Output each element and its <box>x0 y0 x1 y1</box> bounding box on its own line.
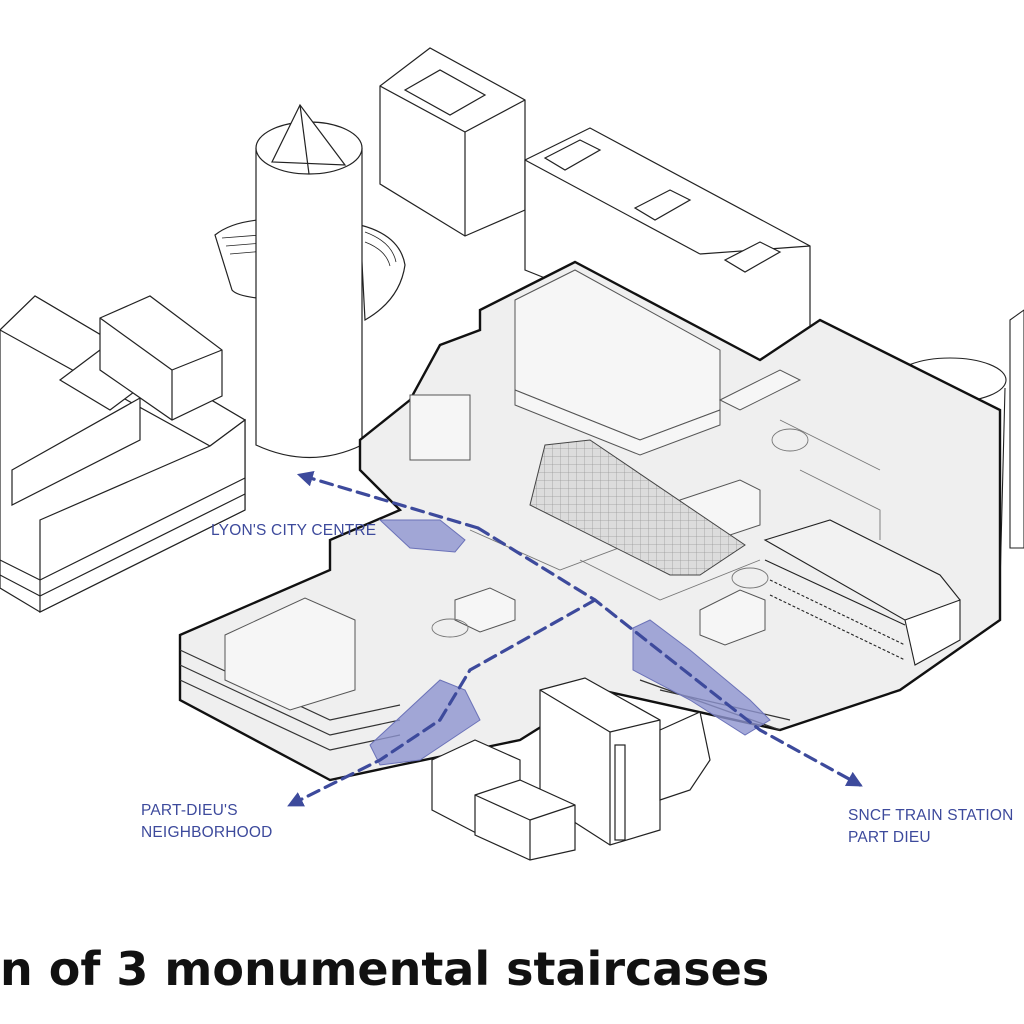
cylinder-tower <box>214 103 406 458</box>
route-station <box>476 526 863 787</box>
station-line-2: PART DIEU <box>848 829 931 846</box>
label-city-centre: LYON'S CITY CENTRE <box>211 520 376 542</box>
route-city-centre <box>296 470 480 530</box>
left-buildings <box>0 295 247 613</box>
foreground-buildings <box>431 677 711 861</box>
route-neighborhood <box>287 598 597 807</box>
staircase-city-centre <box>378 519 466 553</box>
central-plaza <box>529 439 746 576</box>
figure-caption: n of 3 monumental staircases <box>0 942 770 996</box>
station-line-1: SNCF TRAIN STATION <box>848 807 1014 824</box>
route-lines <box>287 470 863 807</box>
neighborhood-line-2: NEIGHBORHOOD <box>141 824 273 841</box>
label-train-station: SNCF TRAIN STATION PART DIEU <box>848 805 1014 849</box>
staircase-station <box>632 619 771 736</box>
neighborhood-line-1: PART-DIEU'S <box>141 802 238 819</box>
label-neighborhood: PART-DIEU'S NEIGHBORHOOD <box>141 800 273 844</box>
city-centre-text: LYON'S CITY CENTRE <box>211 522 377 539</box>
station-hall <box>763 519 961 666</box>
